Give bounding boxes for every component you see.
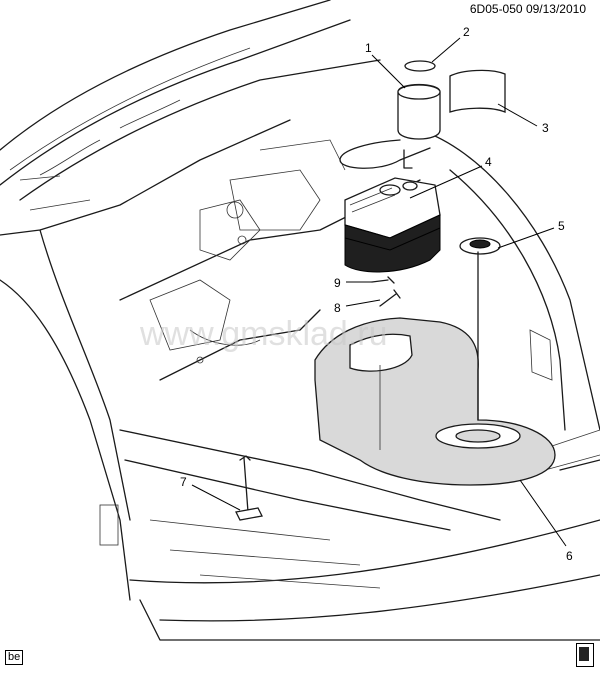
compressor-sleeve [449,69,506,113]
leader-lines [191,37,567,547]
retainer-nut [459,237,501,421]
callout-8: 8 [334,301,341,315]
watermark: www.gmsklad.ru [139,315,388,353]
diagram-date: 09/13/2010 [525,2,586,16]
diagram-code: 6D05-050 [469,2,523,16]
inflator-compressor [339,83,441,169]
small-fasteners [371,276,401,307]
callout-4: 4 [485,155,492,169]
callout-1: 1 [365,41,372,55]
right-quarter-panel [419,129,600,471]
compressor-cap [404,60,436,72]
view-badge: be [5,650,24,665]
callout-7: 7 [180,475,187,489]
left-body-panel [0,119,291,601]
callout-labels: 1 2 3 4 5 6 7 8 9 [180,25,573,563]
callout-2: 2 [463,25,470,39]
sealant-canister [344,177,441,273]
callout-3: 3 [542,121,549,135]
trunk-lid [0,0,381,201]
callout-5: 5 [558,219,565,233]
storage-tray [314,317,556,486]
hold-down-bolt [235,455,263,521]
callout-6: 6 [566,549,573,563]
diagram-header: 6D05-050 09/13/2010 [470,2,586,16]
trunk-floor [119,429,600,641]
manufacturer-logo-icon [576,643,594,667]
callout-9: 9 [334,276,341,290]
